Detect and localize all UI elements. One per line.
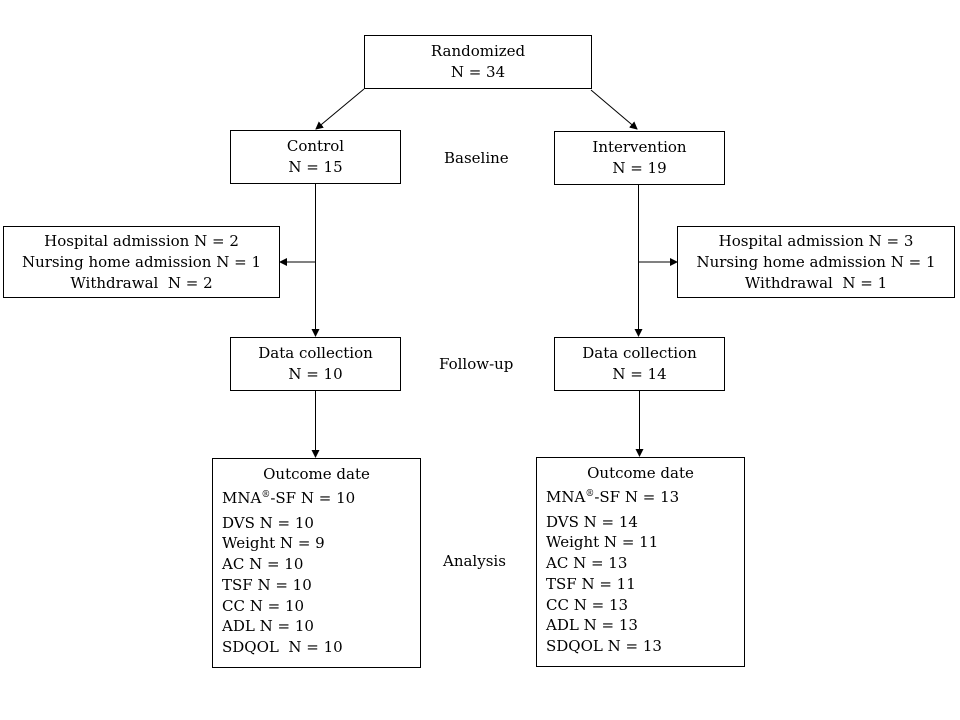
randomized-title: Randomized xyxy=(430,42,526,60)
control-outcome-cc: CC N = 10 xyxy=(222,596,305,615)
control-followup-n: N = 10 xyxy=(288,365,343,383)
control-mna-rest: -SF N = 10 xyxy=(270,489,356,507)
control-dropout-hospital: Hospital admission N = 2 xyxy=(44,231,239,250)
arrow-randomized-to-control xyxy=(315,88,365,130)
control-outcome-tsf: TSF N = 10 xyxy=(222,575,312,594)
intervention-mna-prefix: MNA xyxy=(546,488,586,506)
control-outcome-box: Outcome date MNA®-SF N = 10 DVS N = 10 W… xyxy=(212,458,421,668)
intervention-dropouts-box: Hospital admission N = 3 Nursing home ad… xyxy=(677,226,955,298)
intervention-outcome-tsf: TSF N = 11 xyxy=(546,574,636,593)
intervention-outcome-box: Outcome date MNA®-SF N = 13 DVS N = 14 W… xyxy=(536,457,745,667)
control-followup-title: Data collection xyxy=(258,344,373,362)
control-mna-prefix: MNA xyxy=(222,489,262,507)
intervention-dropout-withdrawal: Withdrawal N = 1 xyxy=(744,273,888,292)
intervention-dropout-hospital: Hospital admission N = 3 xyxy=(718,231,914,250)
intervention-mna-rest: -SF N = 13 xyxy=(594,488,680,506)
intervention-title: Intervention xyxy=(592,138,687,156)
intervention-n: N = 19 xyxy=(612,159,667,177)
randomized-n: N = 34 xyxy=(450,63,506,81)
intervention-outcome-mna: MNA®-SF N = 13 xyxy=(546,487,744,508)
stage-label-followup: Follow-up xyxy=(439,355,514,373)
control-dropout-withdrawal: Withdrawal N = 2 xyxy=(70,273,213,292)
stage-label-analysis: Analysis xyxy=(443,552,506,570)
arrow-randomized-to-intervention xyxy=(590,89,638,130)
intervention-outcome-sdqol: SDQOL N = 13 xyxy=(546,636,662,655)
control-outcome-title: Outcome date xyxy=(263,465,370,483)
control-followup-box: Data collection N = 10 xyxy=(230,337,401,391)
intervention-outcome-title: Outcome date xyxy=(587,464,694,482)
intervention-outcome-dvs: DVS N = 14 xyxy=(546,512,638,531)
stage-label-baseline: Baseline xyxy=(444,149,509,167)
control-outcome-ac: AC N = 10 xyxy=(222,555,304,574)
intervention-box: Intervention N = 19 xyxy=(554,131,725,185)
registered-mark: ® xyxy=(261,490,271,500)
control-outcome-sdqol: SDQOL N = 10 xyxy=(222,637,343,656)
control-outcome-dvs: DVS N = 10 xyxy=(222,513,314,532)
control-outcome-mna: MNA®-SF N = 10 xyxy=(222,488,420,509)
intervention-outcome-ac: AC N = 13 xyxy=(546,554,628,573)
control-outcome-weight: Weight N = 9 xyxy=(222,534,325,553)
intervention-followup-box: Data collection N = 14 xyxy=(554,337,725,391)
control-n: N = 15 xyxy=(288,158,343,176)
intervention-outcome-adl: ADL N = 13 xyxy=(546,616,638,635)
control-dropouts-box: Hospital admission N = 2 Nursing home ad… xyxy=(3,226,280,298)
registered-mark: ® xyxy=(585,489,595,499)
control-box: Control N = 15 xyxy=(230,130,401,184)
randomized-box: Randomized N = 34 xyxy=(364,35,592,89)
control-dropout-nursing-home: Nursing home admission N = 1 xyxy=(21,252,262,271)
intervention-followup-n: N = 14 xyxy=(612,365,667,383)
control-title: Control xyxy=(286,137,345,155)
intervention-dropout-nursing-home: Nursing home admission N = 1 xyxy=(696,252,936,271)
control-outcome-adl: ADL N = 10 xyxy=(222,617,314,636)
intervention-outcome-weight: Weight N = 11 xyxy=(546,533,659,552)
intervention-followup-title: Data collection xyxy=(582,344,697,362)
intervention-outcome-cc: CC N = 13 xyxy=(546,595,629,614)
